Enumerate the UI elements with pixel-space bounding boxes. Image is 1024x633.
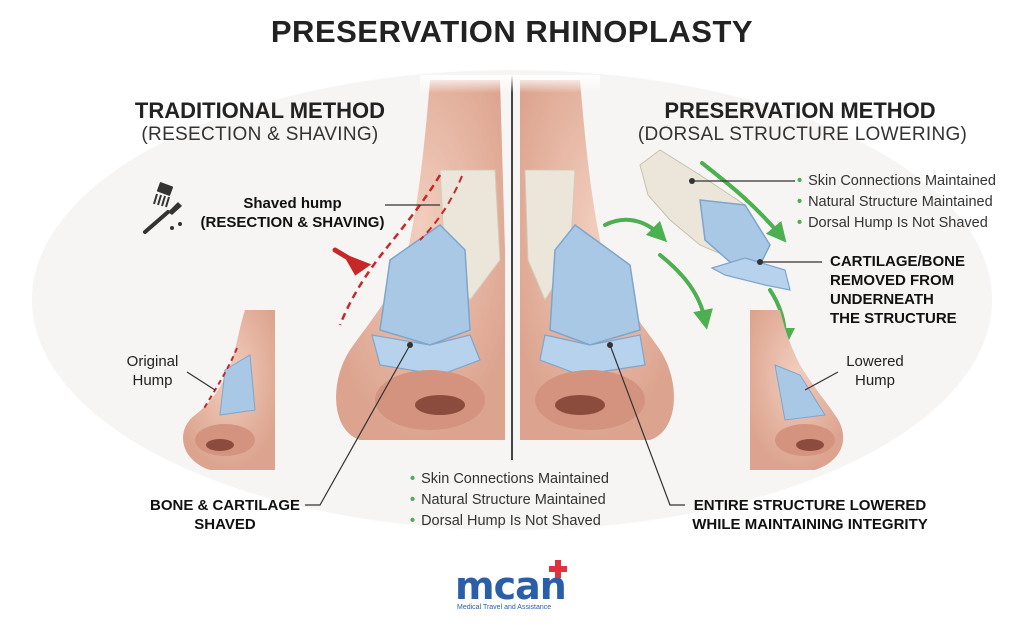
original-hump-nose-profile: [183, 310, 275, 470]
lowered-hump-nose-profile: [750, 310, 844, 470]
removed-structure-label: CARTILAGE/BONE REMOVED FROM UNDERNEATH T…: [830, 252, 1000, 328]
shaved-hump-line2: (RESECTION & SHAVING): [200, 214, 385, 231]
red-arrow-icon: [332, 247, 372, 276]
list-item: •Dorsal Hump Is Not Shaved: [797, 215, 988, 231]
medical-cross-icon: [549, 560, 567, 578]
lowered-hump-label: Lowered Hump: [835, 352, 915, 390]
mcan-logo: mcan Medical Travel and Assistance: [455, 560, 575, 620]
removed-line3: UNDERNEATH: [830, 291, 934, 308]
leader-lines: [186, 180, 839, 506]
bone-line2: SHAVED: [194, 516, 256, 533]
shaved-hump-dashed-outline: [338, 174, 442, 326]
page-title: PRESERVATION RHINOPLASTY: [270, 14, 754, 49]
removed-line1: CARTILAGE/BONE: [830, 253, 965, 270]
preservation-nose-front: [520, 80, 674, 440]
lowered-hump-line2: Hump: [854, 372, 895, 389]
list-item: •Skin Connections Maintained: [410, 471, 609, 487]
surgical-tools-icon: [143, 182, 182, 234]
original-hump-line2: Hump: [132, 372, 173, 389]
preservation-bullet-list: •Skin Connections Maintained •Natural St…: [797, 171, 1012, 234]
traditional-method-subheading: (RESECTION & SHAVING): [141, 124, 379, 145]
preservation-method-subheading: (DORSAL STRUCTURE LOWERING): [637, 124, 968, 145]
preservation-method-heading: PRESERVATION METHOD: [664, 98, 936, 123]
center-bullet-list: •Skin Connections Maintained •Natural St…: [410, 469, 625, 532]
entire-line1: ENTIRE STRUCTURE LOWERED: [693, 497, 927, 514]
entire-structure-lowered-label: ENTIRE STRUCTURE LOWERED WHILE MAINTAINI…: [680, 496, 940, 534]
bone-cartilage-shaved-label: BONE & CARTILAGE SHAVED: [140, 496, 310, 534]
logo-wordmark: mcan: [455, 564, 567, 608]
logo-tagline: Medical Travel and Assistance: [457, 604, 552, 611]
traditional-method-heading: TRADITIONAL METHOD: [134, 98, 386, 123]
lowered-hump-line1: Lowered: [846, 353, 904, 370]
removed-line2: REMOVED FROM: [830, 272, 955, 289]
shaved-hump-line1: Shaved hump: [243, 195, 342, 212]
list-item: •Natural Structure Maintained: [797, 194, 993, 210]
removed-line4: THE STRUCTURE: [830, 310, 957, 327]
original-hump-label: Original Hump: [110, 352, 195, 390]
list-item: •Skin Connections Maintained: [797, 173, 996, 189]
shaved-hump-label: Shaved hump (RESECTION & SHAVING): [200, 194, 385, 232]
list-item: •Natural Structure Maintained: [410, 492, 606, 508]
entire-line2: WHILE MAINTAINING INTEGRITY: [692, 516, 928, 533]
list-item: •Dorsal Hump Is Not Shaved: [410, 513, 601, 529]
bone-line1: BONE & CARTILAGE: [150, 497, 300, 514]
original-hump-line1: Original: [126, 353, 179, 370]
